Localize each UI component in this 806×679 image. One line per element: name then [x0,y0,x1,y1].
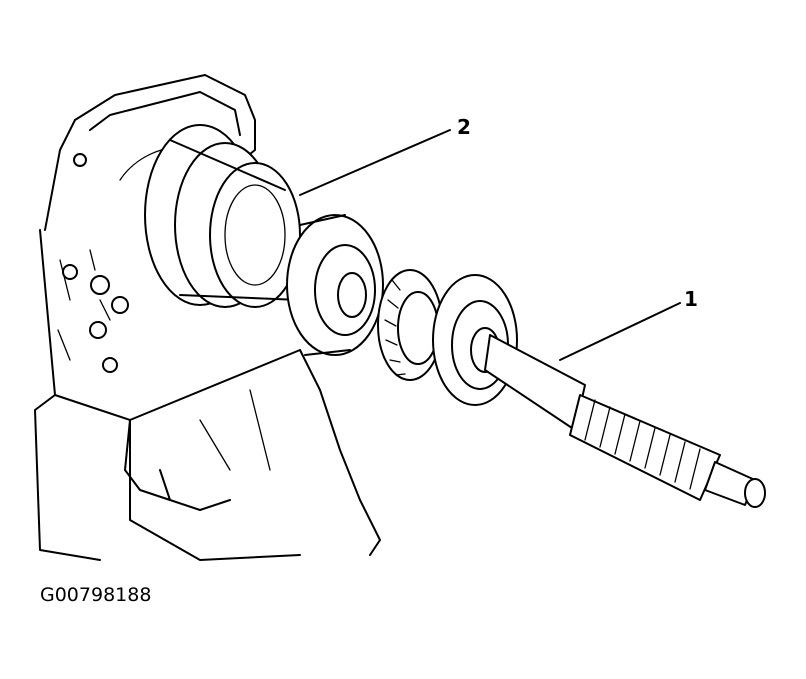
transmission-case [34,74,381,561]
gear [377,269,443,381]
shaft-housing-rings [144,124,301,308]
callout-2-label: 2 [457,115,471,139]
bearing-item-1 [432,274,518,406]
callout-1-label: 1 [684,287,698,311]
callout-2-leader [299,129,451,196]
bearing-item-2 [286,214,384,356]
output-shaft [484,334,766,508]
figure-id-label: G00798188 [40,584,152,606]
callout-1-leader [559,302,681,361]
